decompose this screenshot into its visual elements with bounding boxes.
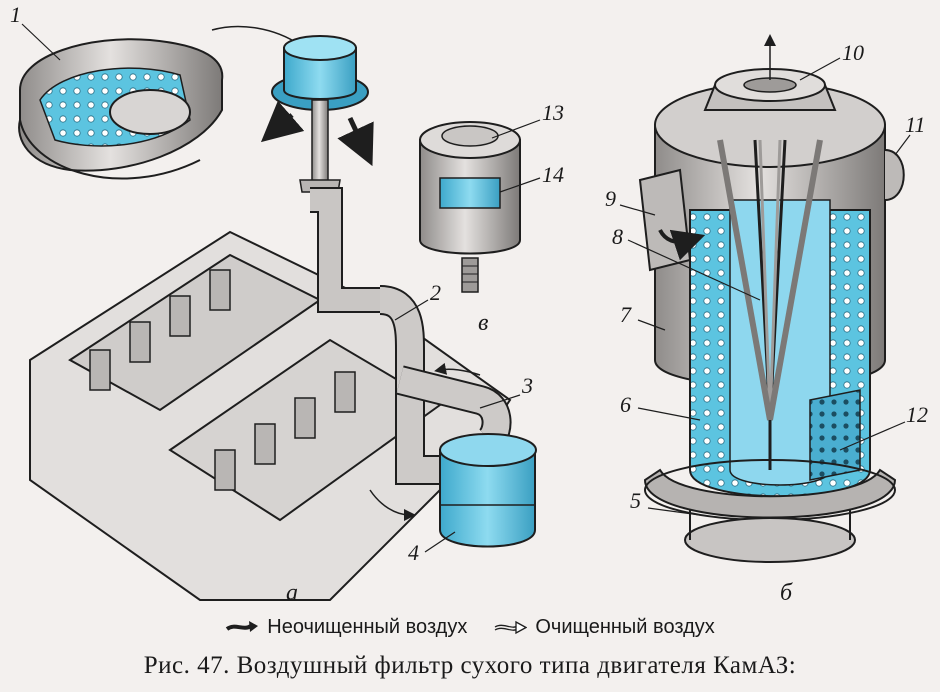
label-12: 12 xyxy=(906,402,928,427)
breather-cap xyxy=(260,35,374,193)
hollow-arrow-icon xyxy=(494,620,528,635)
label-6: 6 xyxy=(620,392,631,417)
label-1: 1 xyxy=(10,2,21,27)
label-9: 9 xyxy=(605,186,616,211)
leader-lines xyxy=(21,23,911,553)
filter-cutaway-b xyxy=(638,34,905,563)
legend-clean: Очищенный воздух xyxy=(493,615,715,639)
filter-element-4 xyxy=(369,362,537,548)
subfigure-a: а xyxy=(286,580,298,606)
legend-clean-label: Очищенный воздух xyxy=(535,615,715,638)
label-8: 8 xyxy=(612,224,623,249)
filter-cover-part xyxy=(18,25,301,180)
solid-arrow-icon xyxy=(226,621,259,632)
label-14: 14 xyxy=(542,162,564,187)
label-7: 7 xyxy=(620,302,632,327)
label-13: 13 xyxy=(542,100,564,125)
legend-unclean: Неочищенный воздух xyxy=(225,616,467,639)
label-4: 4 xyxy=(408,540,419,565)
legend-unclean-label: Неочищенный воздух xyxy=(267,615,468,638)
figure-caption: Рис. 47. Воздушный фильтр сухого типа дв… xyxy=(143,652,797,679)
label-11: 11 xyxy=(905,112,925,137)
subfigure-v: в xyxy=(478,310,488,336)
label-10: 10 xyxy=(842,40,864,65)
label-3: 3 xyxy=(521,373,533,398)
label-2: 2 xyxy=(430,280,441,305)
subfigure-b: б xyxy=(780,580,793,606)
label-5: 5 xyxy=(630,488,641,513)
legend: Неочищенный воздух Очищенный воздух xyxy=(0,612,940,642)
small-filter-v xyxy=(419,121,521,293)
